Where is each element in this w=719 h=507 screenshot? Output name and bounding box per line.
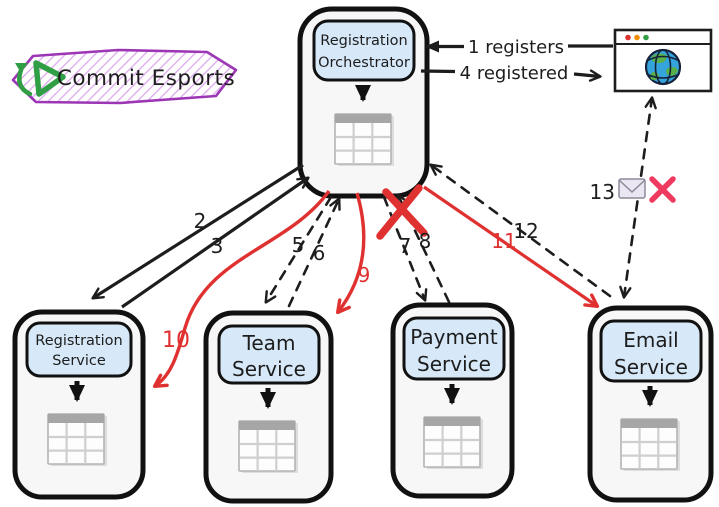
team-service-line2: Service (232, 357, 306, 381)
step-9-label: 9 (358, 263, 371, 287)
flow-registers: 1 registers (425, 37, 613, 58)
team-service-label-box (217, 324, 321, 385)
payment-service-label-box (402, 316, 506, 381)
step-6-label: 6 (313, 241, 326, 265)
arrow-step-6 (287, 197, 341, 308)
browser-window-icon (613, 28, 713, 93)
arrow-step-11 (423, 185, 600, 308)
flow-registers-label: 1 registers (468, 37, 564, 58)
service-node-payment: Payment Service (390, 302, 515, 499)
arrow-step-3 (121, 176, 310, 309)
email-service-line1: Email (623, 328, 679, 352)
table-icon (422, 415, 485, 471)
arrow-step-9 (335, 192, 366, 315)
envelope-icon (618, 178, 646, 199)
browser-dot-red (625, 34, 631, 41)
logo-text: Commit Esports (57, 66, 235, 91)
arrow-step-13 (619, 96, 657, 299)
browser-dot-orange (634, 34, 640, 41)
table-icon (333, 112, 396, 168)
step-5-label: 5 (292, 233, 305, 257)
service-node-email: Email Service (587, 305, 714, 503)
step-10-label: 10 (162, 328, 190, 353)
email-service-line2: Service (614, 355, 688, 379)
orchestrator-node: Registration Orchestrator (297, 6, 430, 199)
step-8-label: 8 (419, 229, 432, 253)
arrow-step-12 (429, 163, 612, 298)
service-node-registration: Registration Service (12, 309, 146, 500)
payment-service-line1: Payment (410, 325, 498, 349)
red-x-icon (376, 184, 428, 240)
email-service-label-box (599, 319, 703, 383)
arrow-step-10 (152, 190, 331, 388)
pink-x-icon (649, 176, 676, 203)
step-3-label: 3 (211, 234, 224, 258)
arrow-step-2 (91, 163, 304, 300)
table-icon (237, 419, 300, 475)
table-icon (46, 412, 109, 468)
arrow-step-8 (396, 193, 451, 304)
step-7-label: 7 (399, 234, 412, 258)
logo-badge: Commit Esports (11, 48, 238, 105)
payment-service-line2: Service (417, 352, 491, 376)
step-13-label: 13 (590, 180, 615, 204)
flow-registered: 4 registered (420, 63, 602, 84)
browser-dot-green (643, 34, 649, 41)
arrow-step-5 (264, 195, 333, 304)
logo-shape (11, 48, 238, 105)
play-arrow-icon (15, 60, 66, 97)
team-service-line1: Team (242, 331, 296, 355)
arrow-step-7 (382, 195, 428, 302)
step-2-label: 2 (194, 209, 207, 233)
orchestrator-label-line2: Orchestrator (318, 55, 410, 71)
orchestrator-label-box (312, 19, 416, 82)
globe-icon (644, 48, 682, 86)
flow-registered-label: 4 registered (460, 63, 569, 84)
service-node-team: Team Service (203, 310, 334, 504)
registration-service-line1: Registration (35, 333, 122, 349)
registration-service-line2: Service (52, 353, 106, 369)
registration-service-label-box (25, 321, 133, 378)
step-12-label: 12 (513, 219, 538, 243)
table-icon (619, 417, 682, 473)
step-11-label: 11 (491, 229, 516, 253)
orchestrator-label-line1: Registration (320, 33, 407, 49)
